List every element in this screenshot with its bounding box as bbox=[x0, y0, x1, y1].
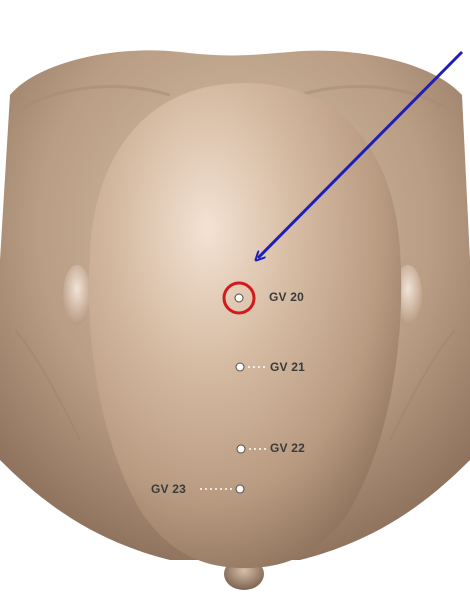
point-label-gv22: GV 22 bbox=[270, 441, 305, 455]
point-label-gv23: GV 23 bbox=[151, 482, 186, 496]
head bbox=[89, 83, 401, 568]
point-gv21-dot bbox=[236, 363, 244, 371]
point-gv22-dot bbox=[237, 445, 245, 453]
left-ear bbox=[63, 265, 91, 325]
point-label-gv21: GV 21 bbox=[270, 360, 305, 374]
point-gv23-dot bbox=[236, 485, 244, 493]
point-label-gv20: GV 20 bbox=[269, 290, 304, 304]
point-gv20-dot bbox=[235, 294, 243, 302]
